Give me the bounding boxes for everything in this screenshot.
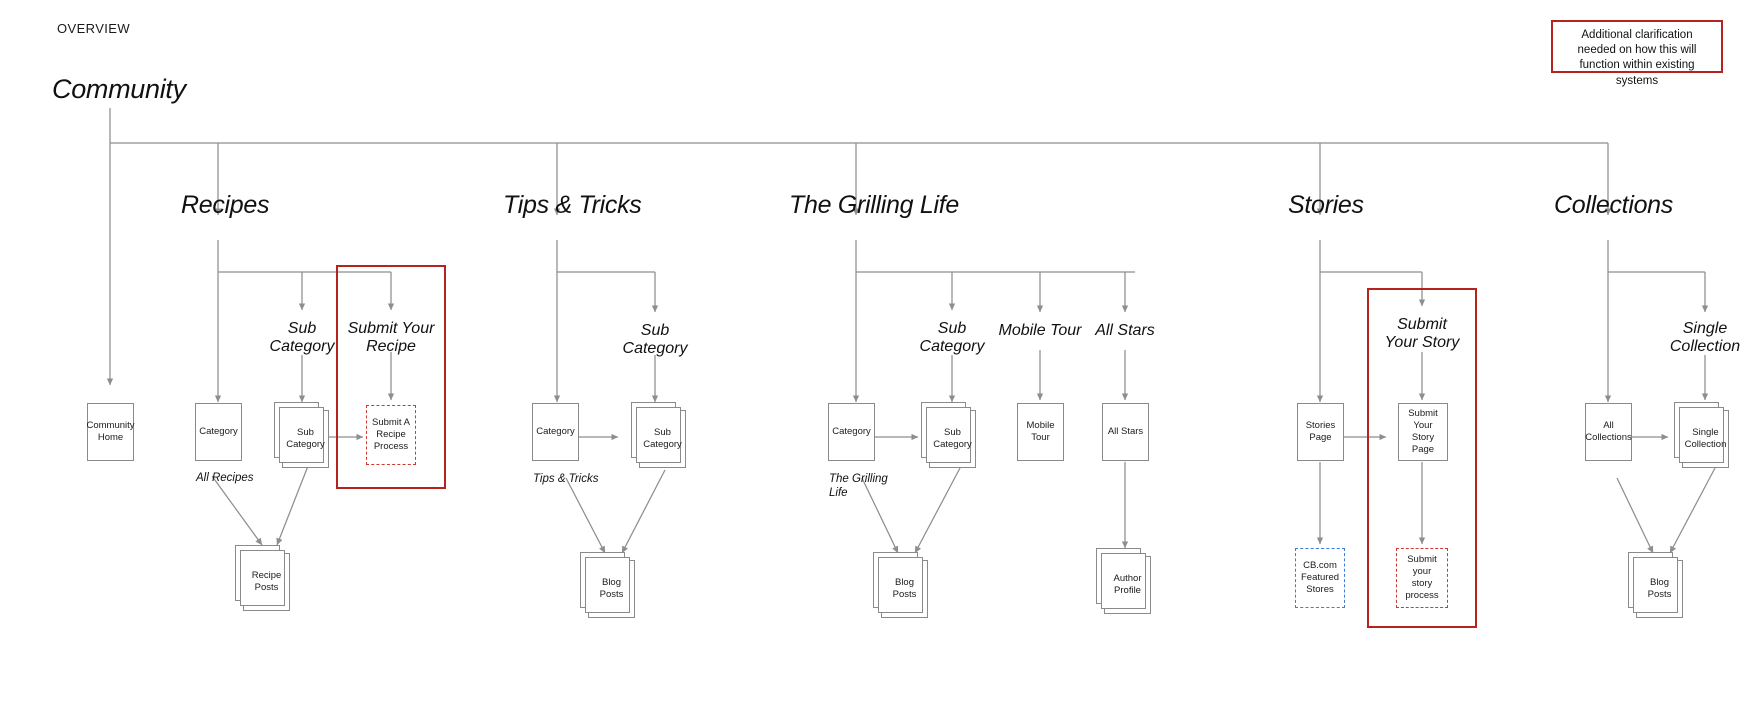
branch-title-tips-and-tricks[interactable]: Tips & Tricks <box>503 191 642 219</box>
under-label-all-recipes: All Recipes <box>196 472 254 484</box>
node-grilling-author-profile[interactable]: Author Profile <box>1096 548 1151 614</box>
subtitle-stories-submit-your-story[interactable]: Submit Your Story <box>1384 316 1460 352</box>
annotation-callout: Additional clarification needed on how t… <box>1551 20 1723 87</box>
node-tips-sub-category[interactable]: Sub Category <box>631 402 686 468</box>
subtitle-recipes-sub-category[interactable]: Sub Category <box>269 320 335 356</box>
node-stories-submit-your-story-process[interactable]: Submit your story process <box>1396 548 1448 608</box>
subtitle-grilling-sub-category[interactable]: Sub Category <box>919 320 985 356</box>
under-label-tips-and-tricks: Tips & Tricks <box>533 473 599 485</box>
subtitle-grilling-mobile-tour[interactable]: Mobile Tour <box>998 322 1082 339</box>
branch-title-collections[interactable]: Collections <box>1554 191 1673 219</box>
subtitle-collections-single-collection[interactable]: Single Collection <box>1669 320 1741 356</box>
node-collections-blog-posts[interactable]: Blog Posts <box>1628 552 1683 618</box>
subtitle-grilling-all-stars[interactable]: All Stars <box>1095 322 1155 339</box>
node-community-home[interactable]: Community Home <box>86 403 135 461</box>
node-recipes-submit-a-recipe-process[interactable]: Submit A Recipe Process <box>366 405 416 465</box>
node-grilling-mobile-tour[interactable]: Mobile Tour <box>1017 403 1064 461</box>
node-tips-blog-posts[interactable]: Blog Posts <box>580 552 635 618</box>
node-collections-all-collections[interactable]: All Collections <box>1585 403 1632 461</box>
under-label-the-grilling-life: The Grilling Life <box>829 473 888 499</box>
node-tips-category[interactable]: Category <box>532 403 579 461</box>
overview-label: OVERVIEW <box>57 21 131 36</box>
subtitle-recipes-submit-your-recipe[interactable]: Submit Your Recipe <box>347 320 435 356</box>
subtitle-tips-sub-category[interactable]: Sub Category <box>622 322 688 358</box>
node-recipes-category[interactable]: Category <box>195 403 242 461</box>
node-grilling-all-stars[interactable]: All Stars <box>1102 403 1149 461</box>
node-recipes-sub-category[interactable]: Sub Category <box>274 402 329 468</box>
node-stories-submit-your-story-page[interactable]: Submit Your Story Page <box>1398 403 1448 461</box>
node-stories-page[interactable]: Stories Page <box>1297 403 1344 461</box>
node-recipes-recipe-posts[interactable]: Recipe Posts <box>235 545 290 611</box>
node-grilling-category[interactable]: Category <box>828 403 875 461</box>
node-grilling-blog-posts[interactable]: Blog Posts <box>873 552 928 618</box>
branch-title-stories[interactable]: Stories <box>1288 191 1364 219</box>
highlight-frame-submit-your-recipe <box>336 265 446 489</box>
node-collections-single-collection[interactable]: Single Collection <box>1674 402 1729 468</box>
branch-title-the-grilling-life[interactable]: The Grilling Life <box>789 191 959 219</box>
node-stories-cb-featured-stores[interactable]: CB.com Featured Stores <box>1295 548 1345 608</box>
page-title: Community <box>52 74 186 104</box>
branch-title-recipes[interactable]: Recipes <box>181 191 270 219</box>
node-grilling-sub-category[interactable]: Sub Category <box>921 402 976 468</box>
